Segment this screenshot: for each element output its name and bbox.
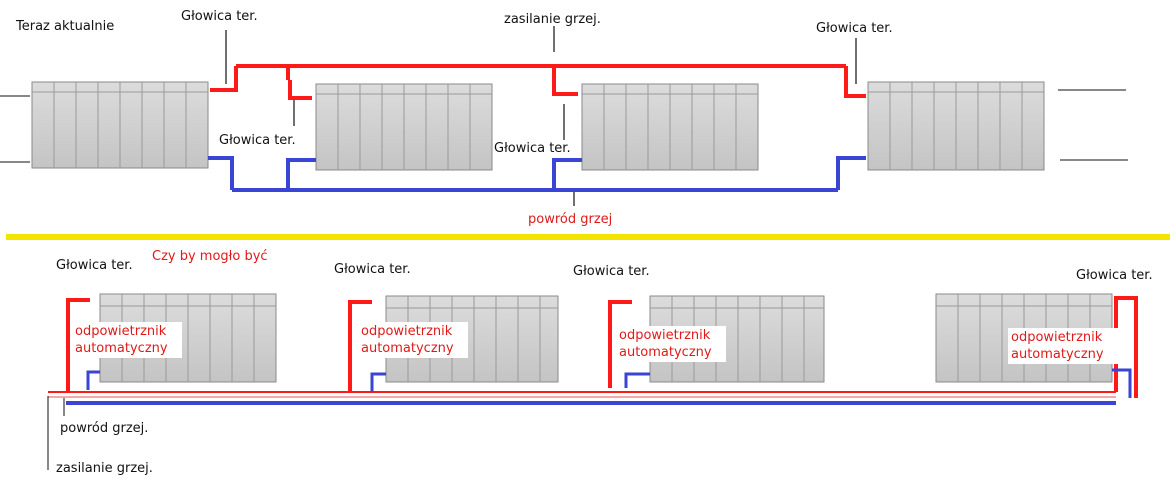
radiator bbox=[31, 81, 209, 169]
supply-pipe bbox=[48, 296, 1138, 398]
return-label: powród grzej. bbox=[60, 421, 149, 436]
vent-label: odpowietrznik automatyczny bbox=[358, 322, 468, 358]
section-divider bbox=[6, 234, 1170, 240]
return-pipe bbox=[208, 156, 866, 192]
supply-pipe bbox=[210, 64, 866, 98]
radiator bbox=[385, 295, 559, 383]
bottom-section bbox=[47, 293, 1138, 470]
valve-label: Głowica ter. bbox=[219, 133, 296, 148]
vent-label: odpowietrznik automatyczny bbox=[72, 322, 182, 358]
return-pipe bbox=[66, 368, 1132, 405]
valve-label: Głowica ter. bbox=[494, 141, 571, 156]
valve-label: Głowica ter. bbox=[181, 9, 258, 24]
top-heading: Teraz aktualnie bbox=[16, 19, 115, 34]
vent-label: odpowietrznik automatyczny bbox=[616, 326, 726, 362]
radiator bbox=[581, 83, 759, 171]
bottom-heading: Czy by mogło być bbox=[152, 249, 268, 264]
vent-label: odpowietrznik automatyczny bbox=[1008, 328, 1118, 364]
valve-label: Głowica ter. bbox=[816, 21, 893, 36]
return-label: powród grzej bbox=[528, 212, 613, 227]
supply-label: zasilanie grzej. bbox=[56, 461, 153, 476]
radiator bbox=[315, 83, 493, 171]
thermostatic-valve bbox=[288, 80, 312, 100]
top-section bbox=[0, 26, 1128, 206]
radiator bbox=[867, 81, 1045, 171]
valve-label: Głowica ter. bbox=[56, 258, 133, 273]
valve-label: Głowica ter. bbox=[334, 262, 411, 277]
valve-label: Głowica ter. bbox=[1076, 268, 1153, 283]
supply-label: zasilanie grzej. bbox=[504, 12, 601, 27]
valve-label: Głowica ter. bbox=[573, 264, 650, 279]
